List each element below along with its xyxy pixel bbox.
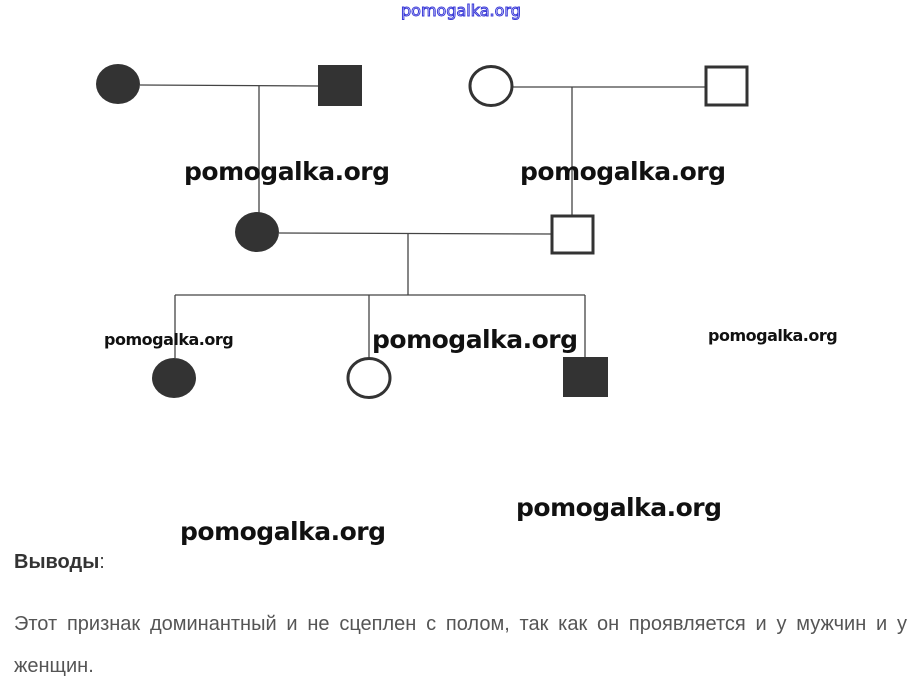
affected-male-g1 (318, 65, 362, 106)
conclusions-colon: : (99, 551, 105, 573)
watermark: pomogalka.org (372, 325, 578, 354)
unaffected-male-g1 (704, 65, 749, 107)
unaffected-female-g1 (468, 65, 514, 107)
affected-female-g2 (235, 212, 279, 252)
conclusions-text: Этот признак доминантный и не сцеплен с … (14, 613, 907, 677)
marriage-line-g1-left (139, 84, 319, 87)
unaffected-female-g3 (346, 357, 392, 399)
watermark: pomogalka.org (708, 326, 838, 345)
watermark: pomogalka.org (516, 493, 722, 522)
affected-female-g3 (152, 358, 196, 398)
pedigree-lines (139, 84, 705, 358)
unaffected-male-g2 (550, 214, 595, 255)
affected-male-g3 (563, 357, 608, 397)
conclusions-heading: Выводы: (14, 551, 105, 574)
watermark-top: pomogalka.org (401, 1, 522, 21)
marriage-line-g2 (278, 232, 552, 235)
conclusions-heading-label: Выводы (14, 551, 100, 573)
watermark: pomogalka.org (104, 330, 234, 349)
watermark: pomogalka.org (184, 157, 390, 186)
watermark: pomogalka.org (520, 157, 726, 186)
watermark: pomogalka.org (180, 517, 386, 546)
affected-female-g1 (96, 64, 140, 104)
